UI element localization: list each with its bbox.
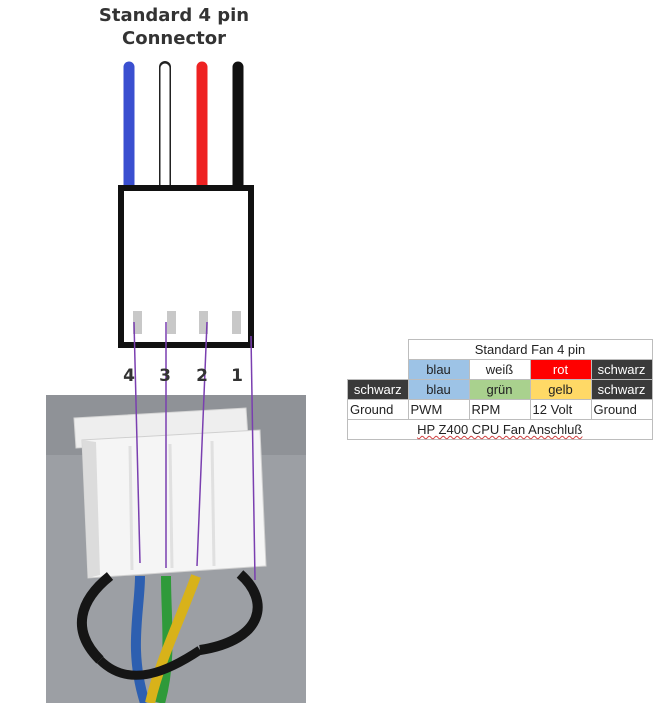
function-cell-2: PWM <box>407 399 470 420</box>
mapping-line-2 <box>196 321 208 567</box>
title-line-2: Connector <box>122 28 226 49</box>
connector-housing <box>118 185 254 348</box>
connector-title: Standard 4 pin Connector <box>84 4 264 50</box>
standard-cell-1: blau <box>407 359 470 380</box>
pin-mapping-lines <box>133 321 256 581</box>
z400-cell-5: schwarz <box>590 379 653 400</box>
wires <box>123 61 244 192</box>
photo-cable-black-loop <box>96 646 203 680</box>
pin-contacts <box>133 311 241 334</box>
photo-connector-body <box>81 429 267 579</box>
function-cell-4: 12 Volt <box>529 399 592 420</box>
photo-cable-black-left <box>77 572 114 664</box>
table-footer: HP Z400 CPU Fan Anschluß <box>347 419 653 440</box>
title-line-1: Standard 4 pin <box>98 5 250 26</box>
standard-cell-2: weiß <box>468 359 531 380</box>
pin-label-4: 4 <box>123 366 135 386</box>
standard-color-row: blau weiß rot schwarz <box>348 359 653 380</box>
mapping-line-1 <box>250 335 256 581</box>
z400-cell-4: gelb <box>529 379 592 400</box>
z400-cell-1: schwarz <box>347 379 409 400</box>
standard-cell-3: rot <box>529 359 592 380</box>
fan-pinout-table: Standard Fan 4 pin blau weiß rot schwarz… <box>347 339 653 440</box>
photo-rib-2 <box>168 443 174 569</box>
pin-label-3: 3 <box>159 366 171 386</box>
pin-label-2: 2 <box>196 366 208 386</box>
photo-connector-shadow <box>82 440 100 578</box>
photo-cable-black-right <box>199 570 263 655</box>
photo-rib-3 <box>210 440 216 567</box>
function-cell-5: Ground <box>590 399 653 420</box>
pin-contact-3 <box>167 311 176 334</box>
table-header: Standard Fan 4 pin <box>407 339 653 360</box>
photo-rib-1 <box>128 445 134 571</box>
table-header-row: Standard Fan 4 pin <box>348 339 653 360</box>
function-row: Ground PWM RPM 12 Volt Ground <box>347 399 653 420</box>
z400-cell-2: blau <box>407 379 470 400</box>
pin-contact-2 <box>199 311 208 334</box>
pin-label-1: 1 <box>231 366 243 386</box>
mapping-line-4 <box>133 321 141 564</box>
photo-cable-yellow <box>145 574 201 703</box>
z400-color-row: schwarz blau grün gelb schwarz <box>347 379 653 400</box>
function-cell-3: RPM <box>468 399 531 420</box>
table-footer-row: HP Z400 CPU Fan Anschluß <box>347 419 653 440</box>
z400-cell-3: grün <box>468 379 531 400</box>
pin-contact-1 <box>232 311 241 334</box>
standard-cell-4: schwarz <box>590 359 653 380</box>
connector-photo <box>46 395 306 703</box>
table-footer-text: HP Z400 CPU Fan Anschluß <box>417 422 583 437</box>
pin-contact-4 <box>133 311 142 334</box>
photo-cable-blue <box>130 575 150 703</box>
function-cell-1: Ground <box>347 399 409 420</box>
